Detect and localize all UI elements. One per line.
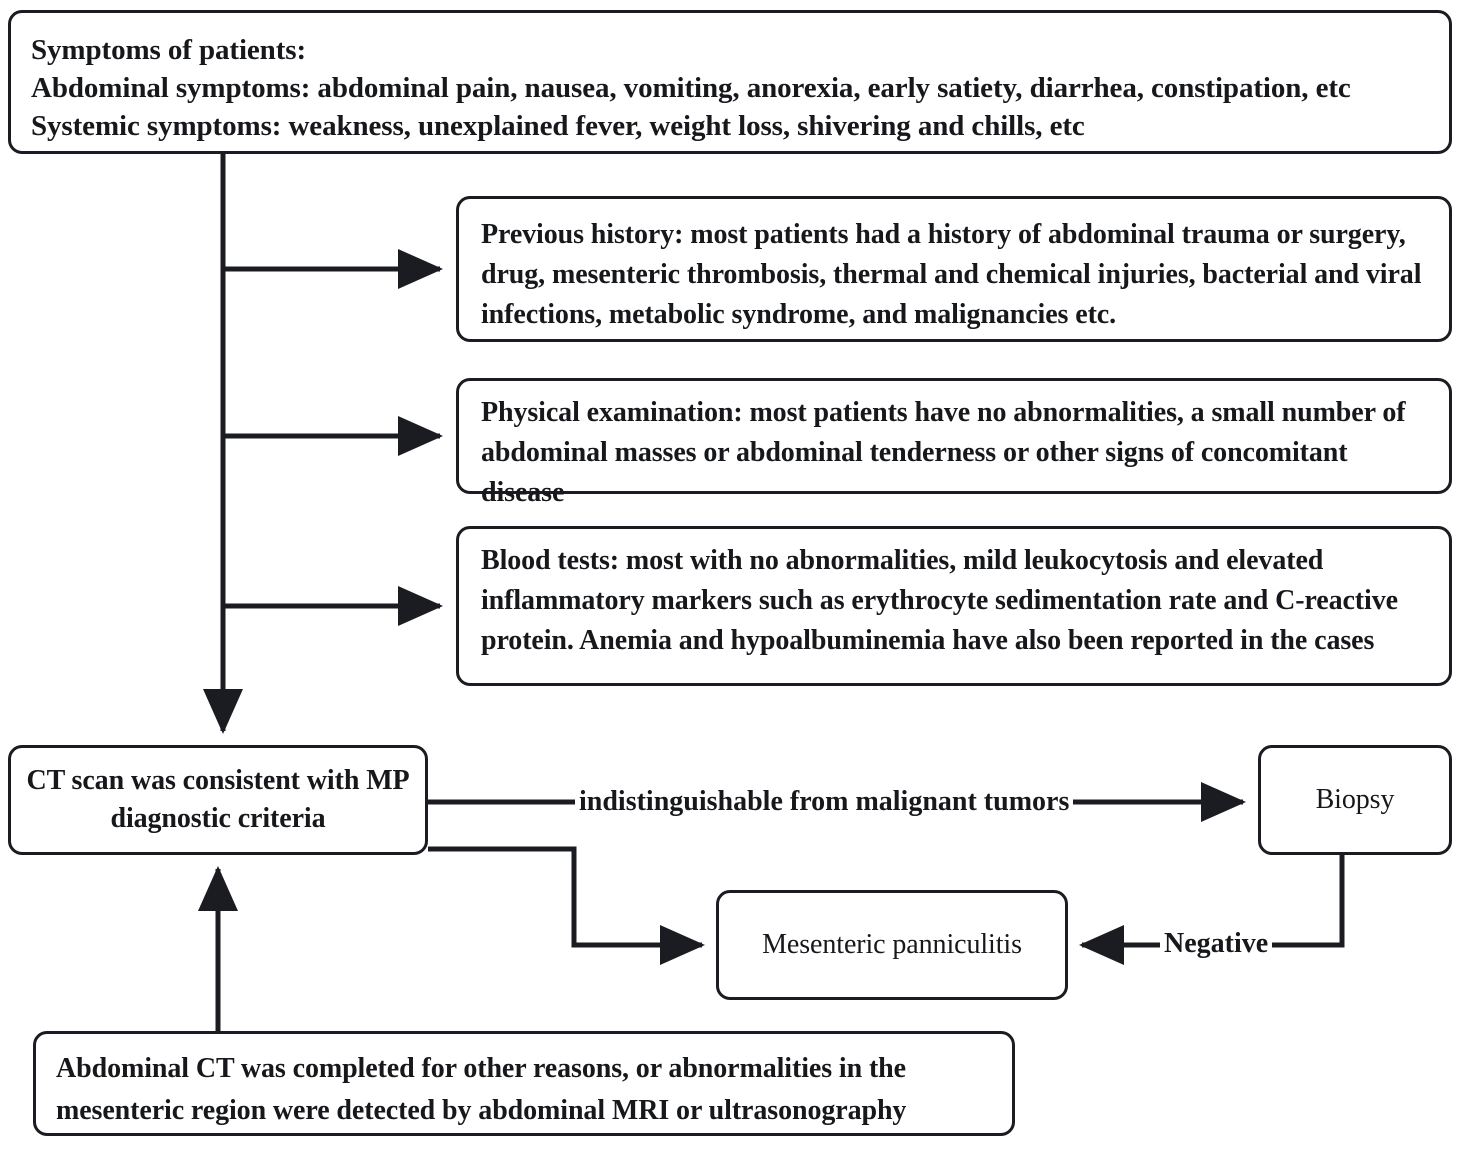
node-mesenteric-panniculitis-text: Mesenteric panniculitis: [762, 929, 1022, 960]
node-symptoms[interactable]: Symptoms of patients: Abdominal symptoms…: [8, 10, 1452, 154]
node-mesenteric-panniculitis[interactable]: Mesenteric panniculitis: [716, 890, 1068, 1000]
node-ct-scan[interactable]: CT scan was consistent with MP diagnosti…: [8, 745, 428, 855]
node-symptoms-text: Symptoms of patients: Abdominal symptoms…: [31, 34, 1351, 142]
node-abdominal-ct[interactable]: Abdominal CT was completed for other rea…: [33, 1031, 1015, 1136]
node-biopsy-text: Biopsy: [1315, 784, 1395, 815]
node-previous-history[interactable]: Previous history: most patients had a hi…: [456, 196, 1452, 342]
node-biopsy[interactable]: Biopsy: [1258, 745, 1452, 855]
node-physical-examination[interactable]: Physical examination: most patients have…: [456, 378, 1452, 508]
node-blood-tests-text: Blood tests: most with no abnormalities,…: [481, 545, 1398, 656]
edge-ct-to-mesenteric-panniculitis: [428, 846, 706, 965]
node-ct-scan-text: CT scan was consistent with MP diagnosti…: [26, 765, 410, 834]
edge-label-negative: Negative: [1160, 929, 1273, 959]
node-physical-examination-text: Physical examination: most patients have…: [481, 397, 1406, 508]
node-previous-history-text: Previous history: most patients had a hi…: [481, 219, 1422, 330]
node-blood-tests[interactable]: Blood tests: most with no abnormalities,…: [456, 526, 1452, 686]
edge-label-indistinguishable: indistinguishable from malignant tumors: [575, 787, 1074, 817]
node-abdominal-ct-text: Abdominal CT was completed for other rea…: [56, 1053, 907, 1126]
